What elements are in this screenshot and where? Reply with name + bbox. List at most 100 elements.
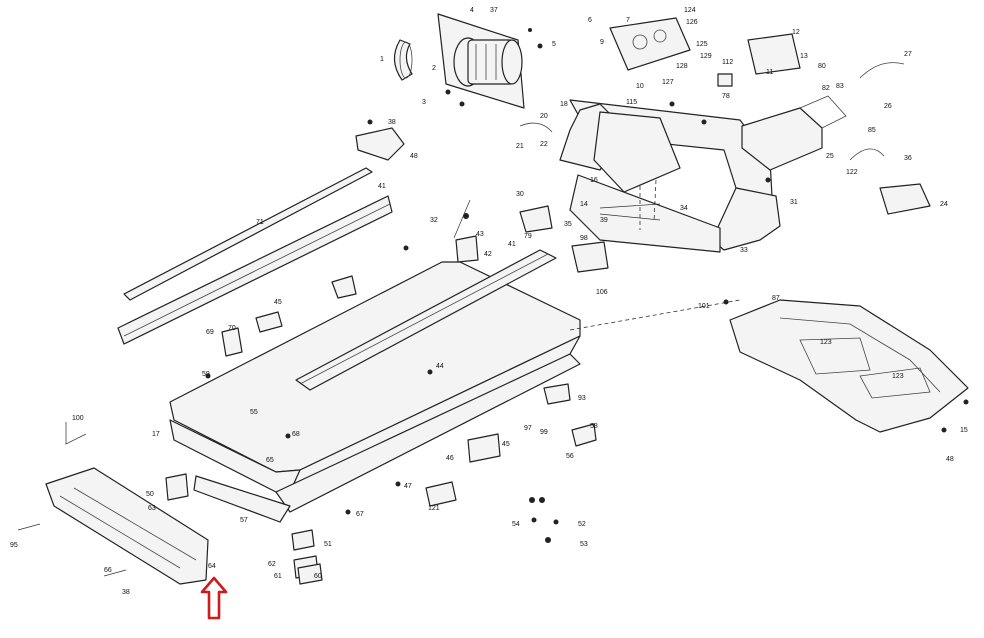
- small-parts: [165, 101, 969, 585]
- rear-end-cap: [17, 422, 209, 585]
- motor-controller: [609, 17, 931, 215]
- callout-label: 115: [626, 99, 637, 106]
- callout-label: 123: [892, 373, 904, 380]
- callout-label: 93: [578, 395, 586, 402]
- callout-label: 13: [800, 53, 808, 60]
- callout-label: 128: [676, 63, 688, 70]
- callout-label: 41: [378, 183, 386, 190]
- callout-label: 3: [422, 99, 426, 106]
- callout-label: 71: [256, 219, 264, 226]
- red-arrow-icon: [200, 576, 228, 620]
- callout-label: 38: [388, 119, 396, 126]
- callout-label: 123: [820, 339, 832, 346]
- callout-label: 39: [600, 217, 608, 224]
- callout-label: 112: [722, 59, 733, 66]
- callout-label: 122: [846, 169, 858, 176]
- callout-label: 9: [600, 39, 604, 46]
- callout-label: 18: [560, 101, 568, 108]
- callout-label: 4: [470, 7, 474, 14]
- callout-label: 6: [588, 17, 592, 24]
- callout-label: 63: [148, 505, 156, 512]
- callout-label: 64: [208, 563, 216, 570]
- callout-label: 59: [202, 371, 210, 378]
- callout-label: 80: [818, 63, 826, 70]
- callout-label: 16: [590, 177, 598, 184]
- callout-label: 12: [792, 29, 800, 36]
- motor-hood: [729, 299, 969, 433]
- callout-label: 33: [740, 247, 748, 254]
- callout-label: 11: [766, 69, 773, 76]
- callout-label: 121: [428, 505, 440, 512]
- callout-label: 14: [580, 201, 588, 208]
- callout-label: 57: [240, 517, 248, 524]
- callout-label: 101: [698, 303, 710, 310]
- callout-label: 129: [700, 53, 712, 60]
- callout-label: 10: [636, 83, 644, 90]
- callout-label: 54: [512, 521, 520, 528]
- callout-label: 25: [826, 153, 834, 160]
- callout-label: 45: [502, 441, 510, 448]
- callout-label: 43: [476, 231, 484, 238]
- callout-label: 20: [540, 113, 548, 120]
- callout-label: 124: [684, 7, 696, 14]
- deck-and-frame: [169, 249, 741, 523]
- callout-label: 44: [436, 363, 444, 370]
- callout-label: 48: [946, 456, 954, 463]
- callout-label: 1: [380, 56, 384, 63]
- callout-label: 97: [524, 425, 532, 432]
- callout-label: 38: [122, 589, 130, 596]
- callout-label: 61: [274, 573, 282, 580]
- callout-label: 68: [292, 431, 300, 438]
- callout-label: 41: [508, 241, 516, 248]
- callout-label: 47: [404, 483, 412, 490]
- callout-label: 7: [626, 17, 630, 24]
- callout-label: 125: [696, 41, 708, 48]
- callout-label: 78: [722, 93, 730, 100]
- callout-label: 37: [490, 7, 498, 14]
- callout-label: 56: [566, 453, 574, 460]
- callout-label: 45: [274, 299, 282, 306]
- callout-label: 60: [314, 573, 322, 580]
- callout-label: 58: [590, 423, 598, 430]
- callout-label: 36: [904, 155, 912, 162]
- drive-motor-assembly: [393, 13, 553, 133]
- callout-label: 87: [772, 295, 780, 302]
- callout-label: 46: [446, 455, 454, 462]
- callout-label: 53: [580, 541, 588, 548]
- callout-label: 51: [324, 541, 332, 548]
- callout-label: 5: [552, 41, 556, 48]
- callout-label: 17: [152, 431, 160, 438]
- callout-label: 70: [228, 325, 236, 332]
- callout-labels: 1 2 3 4 5 6 7 37 9 124 10 126 125 127 12…: [10, 7, 968, 596]
- upper-frame: [559, 99, 781, 253]
- callout-label: 2: [432, 65, 436, 72]
- callout-label: 34: [680, 205, 688, 212]
- callout-label: 32: [430, 217, 438, 224]
- callout-label: 65: [266, 457, 274, 464]
- side-rails: [117, 127, 405, 345]
- callout-label: 27: [904, 51, 912, 58]
- callout-label: 22: [540, 141, 548, 148]
- callout-label: 67: [356, 511, 364, 518]
- callout-label: 85: [868, 127, 876, 134]
- callout-label: 99: [540, 429, 548, 436]
- callout-label: 79: [524, 233, 532, 240]
- callout-label: 30: [516, 191, 524, 198]
- callout-label: 100: [72, 415, 84, 422]
- callout-label: 26: [884, 103, 892, 110]
- callout-label: 66: [104, 567, 112, 574]
- callout-label: 95: [10, 542, 18, 549]
- callout-label: 31: [790, 199, 798, 206]
- callout-label: 106: [596, 289, 608, 296]
- callout-label: 126: [686, 19, 698, 26]
- callout-label: 55: [250, 409, 258, 416]
- callout-label: 50: [146, 491, 154, 498]
- callout-label: 83: [836, 83, 844, 90]
- callout-label: 127: [662, 79, 674, 86]
- callout-label: 42: [484, 251, 492, 258]
- callout-label: 24: [940, 201, 948, 208]
- callout-label: 62: [268, 561, 276, 568]
- callout-label: 48: [410, 153, 418, 160]
- callout-label: 82: [822, 85, 830, 92]
